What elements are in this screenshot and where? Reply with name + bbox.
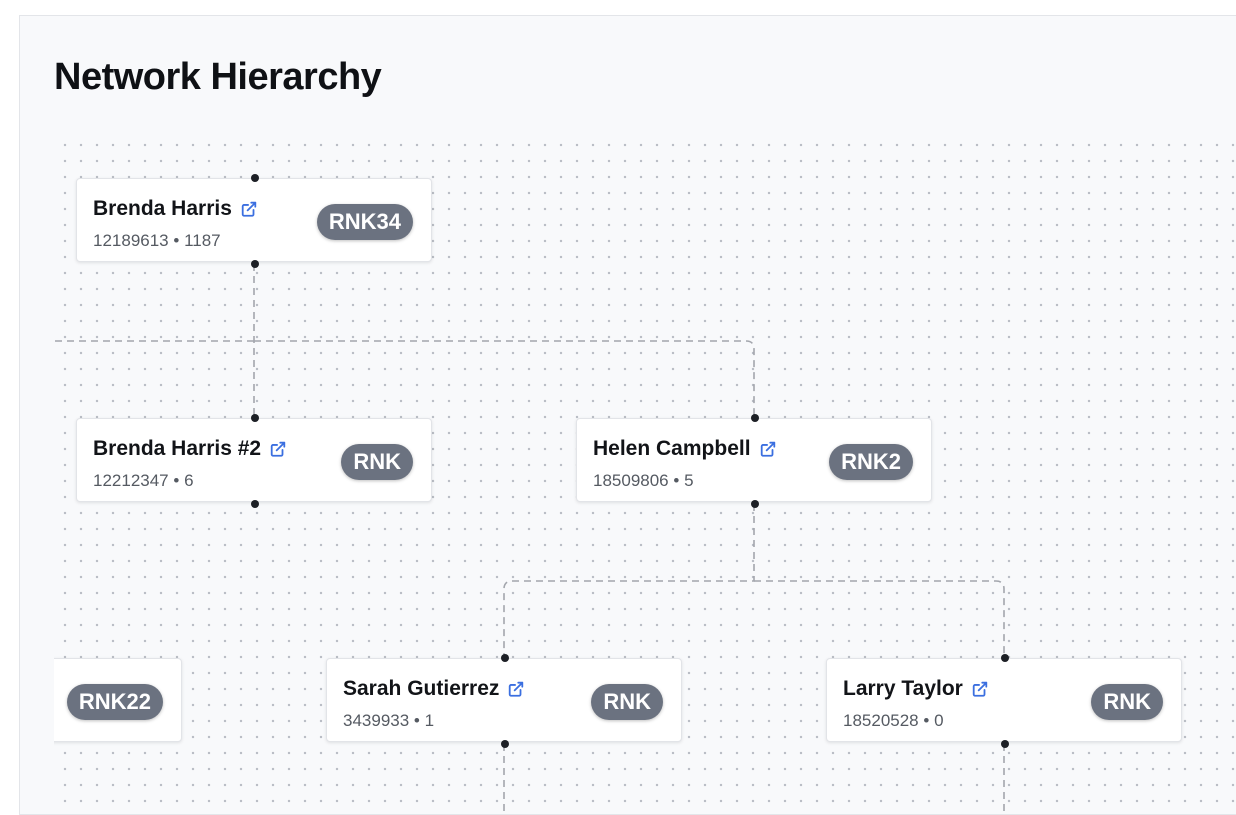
connector-layer <box>54 264 1005 814</box>
meta-separator: • <box>413 711 420 730</box>
node-meta: 18509806 • 5 <box>593 471 694 491</box>
node-id: 12189613 <box>93 231 169 250</box>
bottom-handle[interactable] <box>1001 740 1009 748</box>
node-id: 12212347 <box>93 471 169 490</box>
rank-badge: RNK <box>591 684 663 720</box>
node-larry-taylor[interactable]: Larry Taylor 18520528 • 0 RNK <box>826 654 1182 748</box>
bottom-handle[interactable] <box>251 260 259 268</box>
external-link-icon[interactable] <box>240 200 258 218</box>
external-link-icon[interactable] <box>269 440 287 458</box>
bottom-handle[interactable] <box>251 500 259 508</box>
node-id: 18520528 <box>843 711 919 730</box>
bottom-handle[interactable] <box>751 500 759 508</box>
rank-badge: RNK2 <box>829 444 913 480</box>
edge-root-to-helen <box>254 340 755 417</box>
edge-helen-to-sarah <box>503 504 755 657</box>
top-handle[interactable] <box>1001 654 1009 662</box>
rank-badge: RNK22 <box>66 684 163 720</box>
meta-separator: • <box>923 711 930 730</box>
node-count: 1187 <box>184 231 221 250</box>
edge-helen-to-larry <box>754 580 1005 657</box>
page-title: Network Hierarchy <box>54 56 382 98</box>
node-brenda-harris-2[interactable]: Brenda Harris #2 12212347 • 6 RNK <box>76 414 432 508</box>
node-helen-campbell[interactable]: Helen Campbell 18509806 • 5 RNK2 <box>576 414 932 508</box>
node-meta: 12189613 • 1187 <box>93 231 221 251</box>
node-name: Brenda Harris <box>93 197 232 220</box>
bottom-handle[interactable] <box>501 740 509 748</box>
meta-separator: • <box>173 231 180 250</box>
node-partial-left[interactable]: RNK22 <box>54 658 182 742</box>
node-sarah-gutierrez[interactable]: Sarah Gutierrez 3439933 • 1 RNK <box>326 654 682 748</box>
node-id: 3439933 <box>343 711 410 730</box>
rank-badge: RNK <box>1091 684 1163 720</box>
rank-badge: RNK34 <box>316 204 413 240</box>
meta-separator: • <box>173 471 180 490</box>
node-meta: 3439933 • 1 <box>343 711 434 731</box>
top-handle[interactable] <box>251 414 259 422</box>
node-count: 0 <box>934 711 944 730</box>
top-handle[interactable] <box>251 174 259 182</box>
node-count: 6 <box>184 471 194 490</box>
node-meta: 12212347 • 6 <box>93 471 194 491</box>
node-count: 1 <box>424 711 435 730</box>
external-link-icon[interactable] <box>971 680 989 698</box>
node-name: Helen Campbell <box>593 437 751 460</box>
meta-separator: • <box>673 471 680 490</box>
node-count: 5 <box>684 471 694 490</box>
node-id: 18509806 <box>593 471 669 490</box>
node-meta: 18520528 • 0 <box>843 711 944 731</box>
rank-badge: RNK <box>341 444 413 480</box>
node-name: Larry Taylor <box>843 677 963 700</box>
external-link-icon[interactable] <box>759 440 777 458</box>
node-name: Sarah Gutierrez <box>343 677 500 700</box>
top-handle[interactable] <box>501 654 509 662</box>
top-handle[interactable] <box>751 414 759 422</box>
node-brenda-harris[interactable]: Brenda Harris 12189613 • 1187 RNK34 <box>76 174 432 268</box>
hierarchy-canvas[interactable]: Brenda Harris 12189613 • 1187 RNK34 Bren… <box>54 134 1236 814</box>
external-link-icon[interactable] <box>507 680 525 698</box>
diagram-panel: Network Hierarchy Brenda Harris <box>19 15 1236 815</box>
node-name: Brenda Harris #2 <box>93 437 262 460</box>
